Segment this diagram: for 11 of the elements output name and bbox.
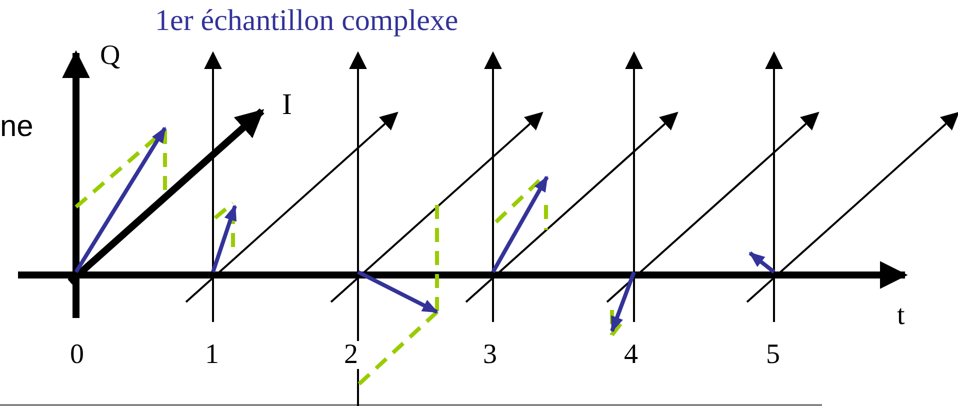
tick-label: 2 (343, 341, 359, 369)
cut-off-text: ne (0, 112, 34, 142)
axis-label: I (282, 90, 292, 120)
tick-label: 1 (205, 341, 219, 369)
tick-label: 4 (624, 341, 638, 369)
axis-label: Q (100, 42, 120, 70)
heading: 1er échantillon complexe (155, 6, 458, 36)
axis-label: t (897, 302, 905, 330)
tick-label: 5 (766, 341, 780, 369)
tick-label: 0 (70, 341, 84, 369)
tick-label: 3 (483, 341, 497, 369)
